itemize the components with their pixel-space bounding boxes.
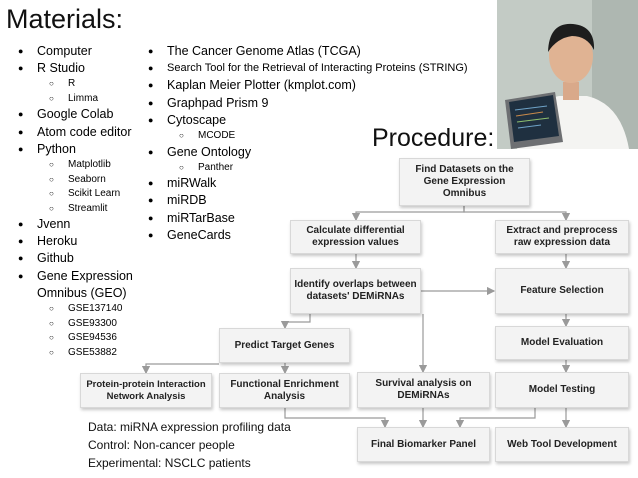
material-subitem: GSE93300 [37, 317, 133, 332]
material-subitem: MCODE [167, 129, 468, 144]
node-identify-overlaps: Identify overlaps between datasets' DEMi… [290, 268, 421, 314]
material-item: Search Tool for the Retrieval of Interac… [140, 60, 468, 77]
material-subitem: R [37, 77, 133, 92]
material-item: Computer [10, 43, 133, 60]
node-functional-enrichment: Functional Enrichment Analysis [219, 373, 350, 408]
material-item: GeneCards [140, 227, 468, 244]
materials-heading: Materials: [6, 4, 124, 34]
material-item: Google Colab [10, 106, 133, 123]
material-item: miRDB [140, 192, 468, 209]
node-survival-analysis: Survival analysis on DEMiRNAs [357, 372, 490, 408]
materials-list-left: Computer R Studio R Limma Google Colab A… [10, 43, 133, 360]
material-item: Graphpad Prism 9 [140, 95, 468, 112]
node-find-datasets: Find Datasets on the Gene Expression Omn… [399, 158, 530, 206]
material-item: Python Matplotlib Seaborn Scikit Learn S… [10, 141, 133, 216]
node-ppi-network: Protein-protein Interaction Network Anal… [80, 373, 212, 408]
node-predict-target-genes: Predict Target Genes [219, 328, 350, 363]
material-item: Github [10, 250, 133, 267]
node-model-evaluation: Model Evaluation [495, 326, 629, 360]
material-subitem: GSE53882 [37, 346, 133, 361]
material-subitem: Seaborn [37, 173, 133, 188]
material-item: Kaplan Meier Plotter (kmplot.com) [140, 77, 468, 94]
material-item: Jvenn [10, 216, 133, 233]
material-item: R Studio R Limma [10, 60, 133, 106]
material-subitem: Matplotlib [37, 158, 133, 173]
node-extract-preprocess: Extract and preprocess raw expression da… [495, 220, 629, 254]
material-subitem: Limma [37, 92, 133, 107]
material-item: miRTarBase [140, 210, 468, 227]
note-control: Control: Non-cancer people [88, 438, 235, 452]
material-item: Atom code editor [10, 124, 133, 141]
material-subitem: Streamlit [37, 202, 133, 217]
material-item: Heroku [10, 233, 133, 250]
material-subitem: Scikit Learn [37, 187, 133, 202]
node-web-tool-development: Web Tool Development [495, 427, 629, 462]
node-calculate-differential: Calculate differential expression values [290, 220, 421, 254]
material-item: miRWalk [140, 175, 468, 192]
material-subitem: Panther [167, 161, 468, 176]
material-item: The Cancer Genome Atlas (TCGA) [140, 43, 468, 60]
material-subitem: GSE137140 [37, 302, 133, 317]
note-experimental: Experimental: NSCLC patients [88, 456, 251, 470]
material-item: Gene Ontology Panther [140, 144, 468, 176]
material-item: Cytoscape MCODE [140, 112, 468, 144]
presenter-photo [497, 0, 638, 149]
materials-list-right: The Cancer Genome Atlas (TCGA) Search To… [140, 43, 468, 244]
note-data: Data: miRNA expression profiling data [88, 420, 291, 434]
procedure-heading: Procedure: [372, 124, 495, 152]
node-final-biomarker-panel: Final Biomarker Panel [357, 427, 490, 462]
material-subitem: GSE94536 [37, 331, 133, 346]
node-feature-selection: Feature Selection [495, 268, 629, 314]
node-model-testing: Model Testing [495, 372, 629, 408]
